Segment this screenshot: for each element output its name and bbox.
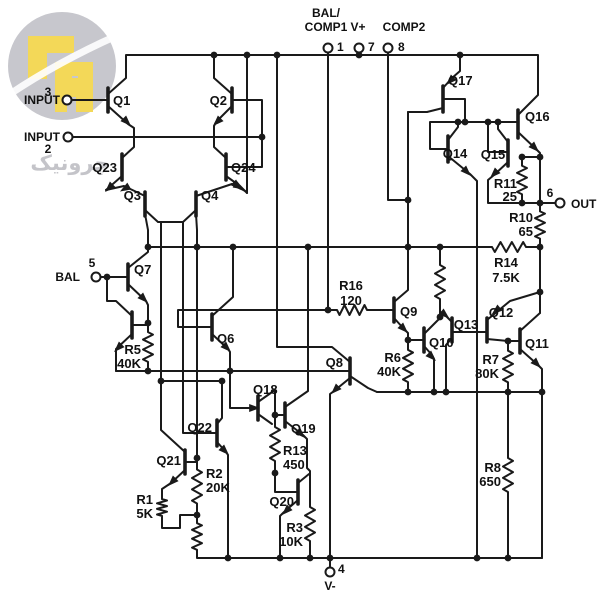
pin-vplus-7-terminal	[353, 42, 365, 54]
label-q11: Q11	[525, 336, 549, 351]
label-q1: Q1	[113, 93, 130, 108]
label-r14-value: 7.5K	[492, 270, 520, 285]
label-r2-name: R2	[206, 466, 223, 481]
pin7-number: 7	[368, 40, 375, 54]
label-r3-value: 10K	[279, 534, 303, 549]
label-r3-name: R3	[286, 520, 303, 535]
pin-vminus-4-terminal	[324, 566, 336, 578]
label-r16-value: 120	[340, 293, 362, 308]
pin2-number: 2	[45, 142, 52, 156]
label-q16: Q16	[525, 109, 550, 124]
label-r7-value: 80K	[475, 366, 499, 381]
pin4-label: V-	[324, 579, 335, 593]
pin-out-6-terminal	[554, 197, 566, 209]
pin8-label: COMP2	[383, 20, 426, 34]
pin7-label: V+	[350, 20, 365, 34]
label-q12: Q12	[489, 305, 514, 320]
label-r2-value: 20K	[206, 480, 230, 495]
label-r5-value: 40K	[117, 356, 141, 371]
pin-terminals	[61, 42, 566, 578]
pin4-number: 4	[338, 562, 345, 576]
label-q8: Q8	[326, 355, 343, 370]
pin-input-2-terminal	[62, 131, 74, 143]
label-r10-value: 65	[519, 224, 533, 239]
watermark-text: چرونیک	[30, 152, 109, 175]
label-q17: Q17	[448, 73, 473, 88]
label-q4: Q4	[201, 188, 219, 203]
label-q10: Q10	[429, 335, 454, 350]
label-q19: Q19	[291, 421, 316, 436]
label-q24: Q24	[231, 160, 256, 175]
label-r13-name: R13	[283, 443, 307, 458]
watermark-logo	[8, 12, 118, 120]
label-r11-name: R11	[494, 176, 517, 191]
label-q3: Q3	[124, 188, 141, 203]
label-q9: Q9	[400, 304, 417, 319]
pin1-label-line2: COMP1	[305, 20, 348, 34]
pin1-number: 1	[337, 40, 344, 54]
pin8-number: 8	[398, 40, 405, 54]
label-q7: Q7	[134, 262, 151, 277]
pin1-label-line1: BAL/	[312, 6, 341, 20]
label-q2: Q2	[210, 93, 227, 108]
label-q20: Q20	[269, 494, 294, 509]
label-r11-value: 25	[503, 189, 517, 204]
label-r6-name: R6	[384, 350, 401, 365]
label-q18: Q18	[253, 382, 278, 397]
label-r14-name: R14	[494, 255, 519, 270]
label-r7-name: R7	[482, 352, 499, 367]
pin5-label: BAL	[55, 270, 80, 284]
label-r8-value: 650	[479, 474, 501, 489]
label-q23: Q23	[92, 160, 117, 175]
label-q21: Q21	[156, 453, 181, 468]
pin-input-3-terminal	[61, 94, 73, 106]
pin-bal-5-terminal	[90, 271, 102, 283]
label-q15: Q15	[481, 147, 506, 162]
label-q22: Q22	[187, 420, 212, 435]
label-q14: Q14	[443, 146, 468, 161]
pin-comp2-8-terminal	[382, 42, 394, 54]
label-r10-name: R10	[509, 210, 533, 225]
pin6-label: OUT	[571, 197, 597, 211]
label-r13-value: 450	[283, 457, 305, 472]
label-r8-name: R8	[484, 460, 501, 475]
label-r1-name: R1	[136, 492, 153, 507]
label-r5-name: R5	[124, 342, 141, 357]
label-r1-value: 5K	[136, 506, 153, 521]
logo-glyph-top	[28, 36, 74, 79]
label-q13: Q13	[454, 317, 479, 332]
label-r6-value: 40K	[377, 364, 401, 379]
pin3-label: INPUT	[24, 93, 61, 107]
label-r16-name: R16	[339, 278, 363, 293]
pin3-number: 3	[45, 85, 52, 99]
pin-balcomp1-1-terminal	[322, 42, 334, 54]
label-q6: Q6	[217, 331, 234, 346]
pin5-number: 5	[89, 256, 96, 270]
logo-swoosh	[8, 32, 118, 97]
circuit-wiring	[70, 51, 557, 569]
pin2-label: INPUT	[24, 130, 61, 144]
pin6-number: 6	[547, 186, 554, 200]
